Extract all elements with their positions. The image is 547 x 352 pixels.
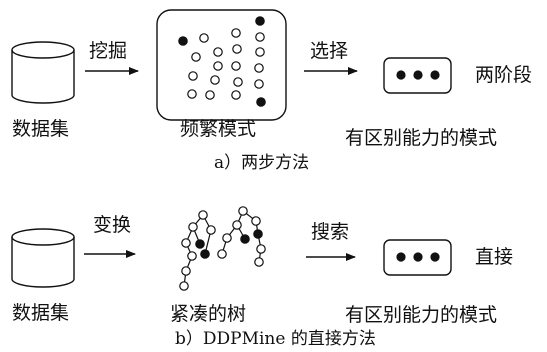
search-label: 搜索	[311, 221, 350, 243]
compact-tree-nodes	[179, 206, 266, 291]
discriminative-patterns-label-a: 有区别能力的模式	[345, 127, 498, 149]
discriminative-patterns-box-a	[383, 57, 452, 94]
database-cylinder-a	[11, 41, 75, 104]
compact-tree-label: 紧凑的树	[170, 303, 247, 325]
compact-tree	[179, 206, 266, 291]
caption-a: a）两步方法	[214, 153, 310, 173]
discriminative-pattern-dots-b	[396, 252, 440, 262]
transform-label: 变换	[93, 214, 132, 236]
two-stage-label: 两阶段	[475, 64, 533, 86]
select-label: 选择	[310, 40, 349, 62]
database-cylinder-b	[11, 228, 75, 288]
direct-label: 直接	[475, 246, 514, 268]
frequent-pattern-dots	[178, 16, 266, 107]
discriminative-patterns-label-b: 有区别能力的模式	[345, 304, 498, 326]
discriminative-patterns-box-b	[383, 239, 452, 276]
discriminative-pattern-dots-a	[396, 70, 440, 80]
caption-b: b）DDPMine 的直接方法	[175, 329, 376, 349]
compact-tree-edges	[183, 210, 262, 287]
frequent-patterns-box	[156, 9, 287, 121]
mine-label: 挖掘	[89, 40, 128, 62]
dataset-label-a: 数据集	[12, 118, 70, 140]
frequent-patterns-label: 频繁模式	[180, 118, 257, 140]
dataset-label-b: 数据集	[12, 302, 70, 324]
